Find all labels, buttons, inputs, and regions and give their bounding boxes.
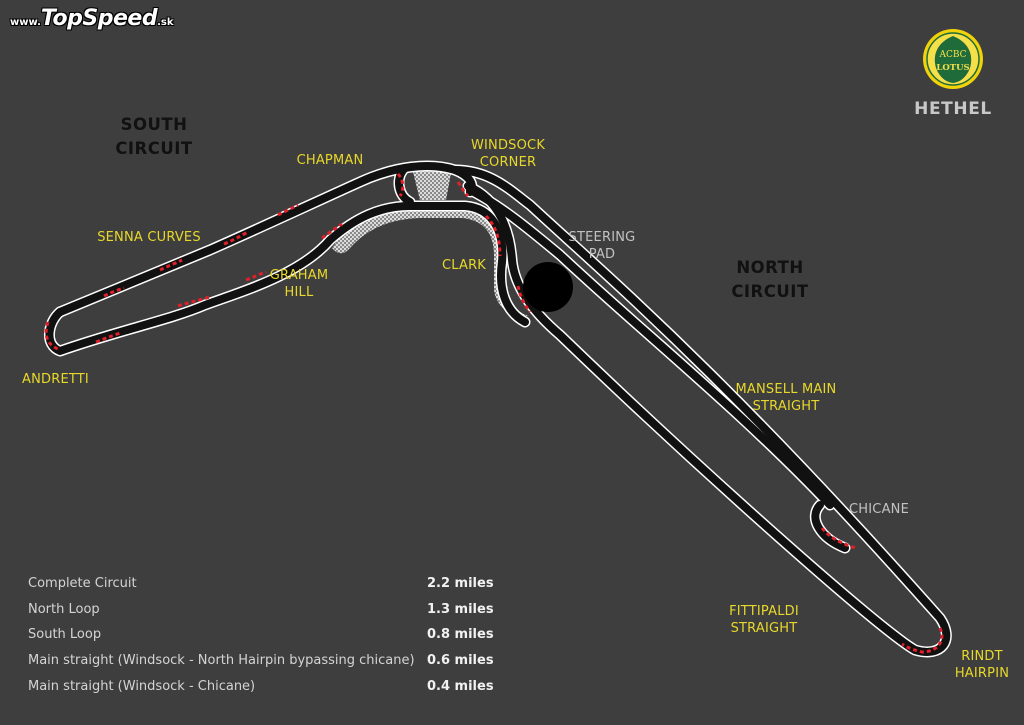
kerb-graham-1 [177, 295, 211, 308]
kerb-senna-2 [159, 258, 183, 272]
kerb-andretti [44, 321, 59, 351]
track-main-straight [466, 186, 834, 509]
kerb-senna-3 [223, 230, 249, 246]
label-senna-curves: SENNA CURVES [97, 230, 201, 245]
kerb-andretti-exit [95, 331, 121, 344]
kerb-chicane [820, 527, 857, 550]
legend-value: 1.3 miles [427, 601, 494, 617]
kerb-chapman [396, 172, 405, 197]
legend-name: Complete Circuit [28, 576, 137, 591]
legend-name: North Loop [28, 601, 100, 617]
kerb-graham-3 [321, 222, 343, 240]
track-north-loop [451, 166, 951, 656]
label-windsock-corner: WINDSOCK CORNER [470, 138, 546, 170]
label-fittipaldi-straight: FITTIPALDI STRAIGHT [729, 604, 799, 636]
label-chapman: CHAPMAN [296, 153, 364, 168]
label-north-circuit: NORTH CIRCUIT [731, 258, 809, 301]
track-inner-straight-edge [464, 184, 836, 511]
legend-value: 2.2 miles [427, 576, 494, 591]
label-chicane: CHICANE [849, 502, 909, 517]
track-chicane [811, 501, 849, 552]
track-south-lower [45, 202, 529, 355]
label-steering-pad: STEERING PAD [568, 230, 636, 262]
lotus-wordmark: LOTUS [936, 63, 969, 73]
kerb-graham-2 [245, 270, 267, 282]
kerb-senna-1 [103, 286, 125, 298]
lotus-monogram: ACBC [938, 50, 966, 60]
watermark-name: TopSpeed [40, 6, 158, 31]
circuit-name: HETHEL [914, 99, 992, 119]
kerb-senna-4 [277, 203, 299, 217]
label-rindt-hairpin: RINDT HAIRPIN [954, 649, 1010, 681]
runoff-area-chapman [412, 168, 452, 200]
topspeed-watermark: www.TopSpeed.sk [10, 6, 174, 31]
legend-value: 0.6 miles [427, 653, 494, 669]
legend-name: Main straight (Windsock - North Hairpin … [28, 653, 415, 669]
label-andretti: ANDRETTI [22, 372, 89, 387]
legend-value: 0.4 miles [427, 678, 494, 694]
watermark-suffix: .sk [157, 17, 174, 28]
legend-value: 0.8 miles [427, 627, 494, 643]
kerb-windsock [456, 181, 470, 198]
lotus-logo-icon: ACBC LOTUS [923, 29, 983, 89]
label-clark: CLARK [441, 258, 487, 273]
kerb-clark [484, 214, 502, 257]
watermark-prefix: www. [10, 17, 41, 28]
label-mansell-main-straight: MANSELL MAIN STRAIGHT [735, 382, 837, 414]
steering-pad [523, 262, 573, 312]
label-south-circuit: SOUTH CIRCUIT [115, 115, 193, 158]
label-graham-hill: GRAHAM HILL [269, 268, 329, 300]
kerb-clark-exit [516, 285, 532, 313]
track-windsock-edge [449, 164, 952, 658]
legend-name: Main straight (Windsock - Chicane) [28, 678, 256, 694]
track-chapman-link [395, 164, 414, 206]
legend-name: South Loop [28, 627, 102, 643]
kerb-rindt [901, 627, 944, 654]
